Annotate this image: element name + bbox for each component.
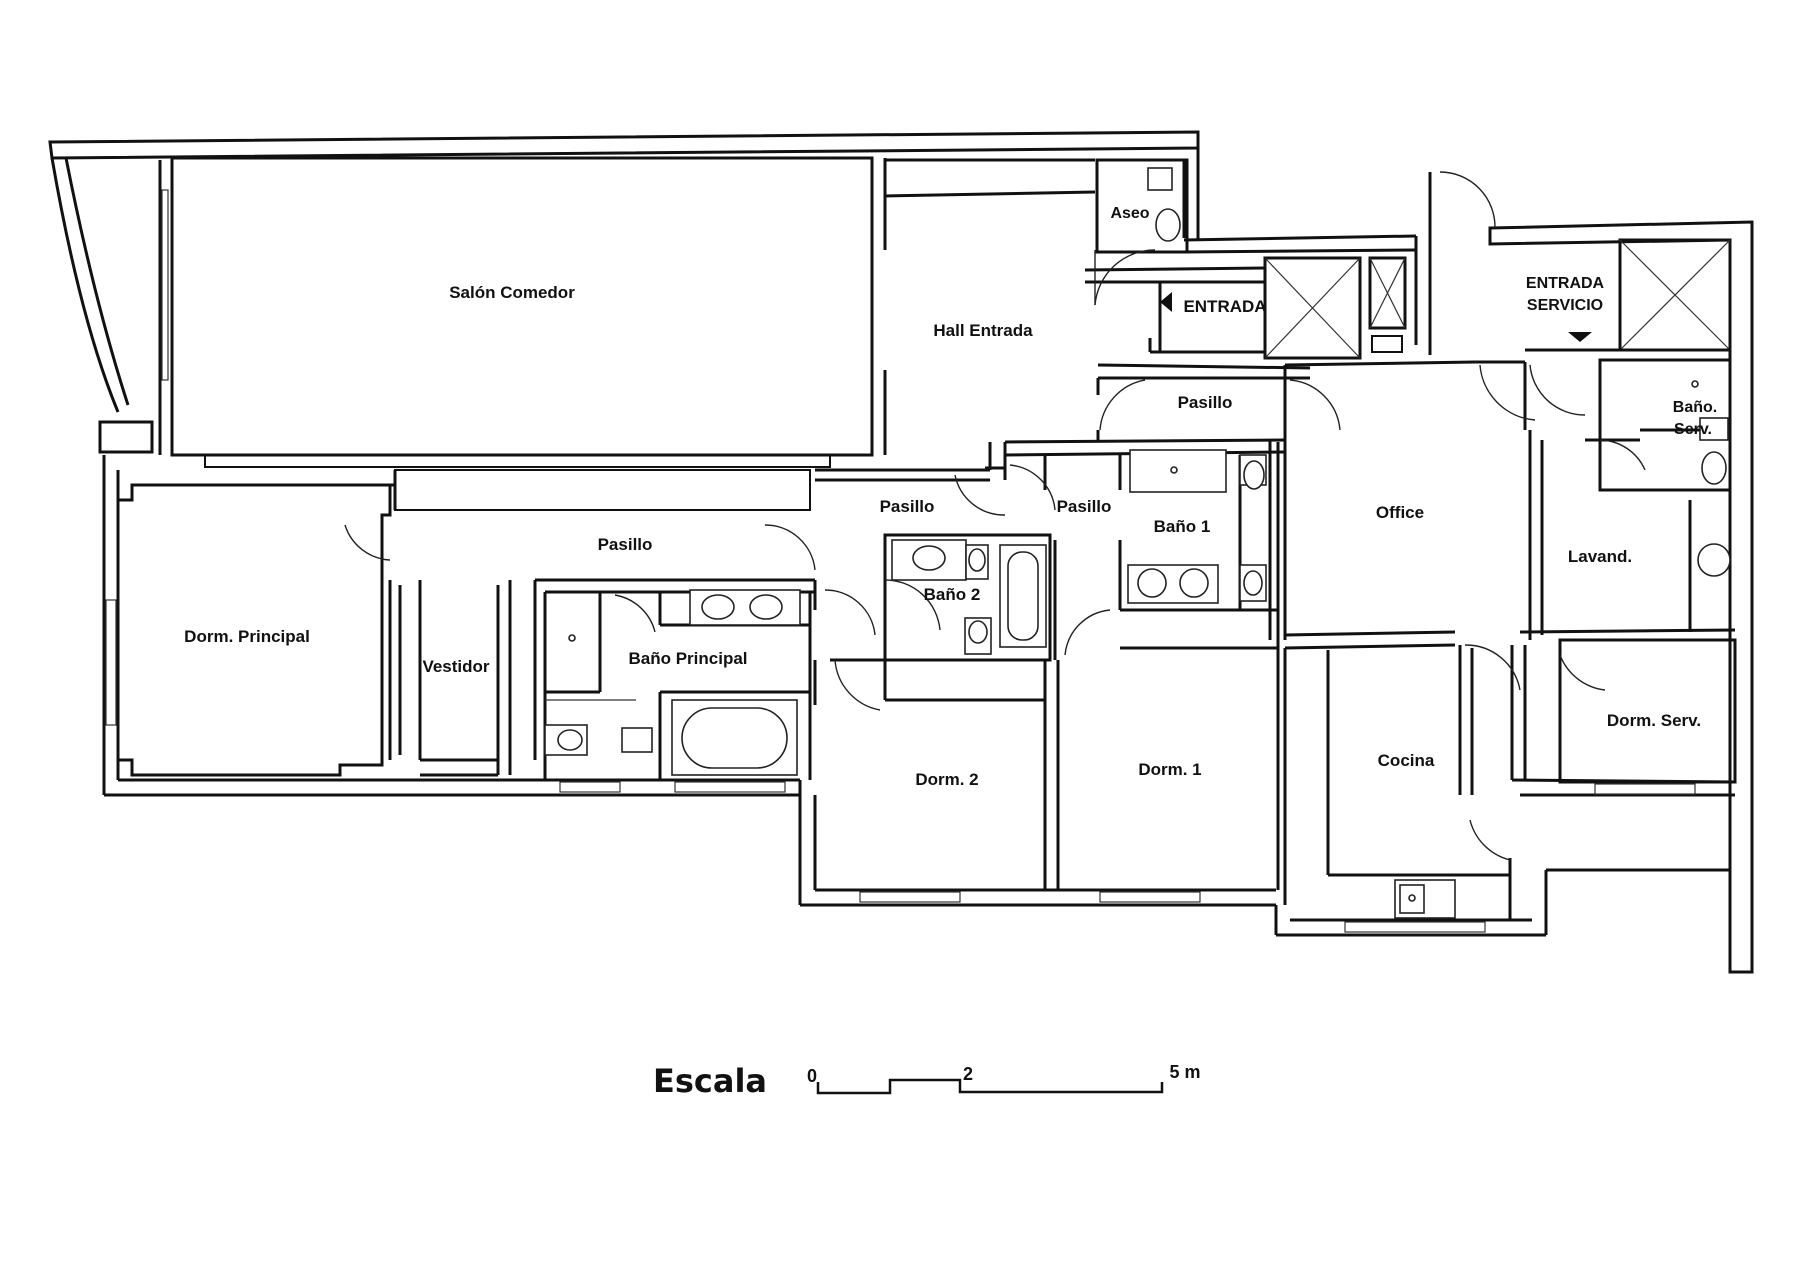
- label-aseo: Aseo: [1110, 205, 1149, 222]
- scale-line: [816, 1078, 1164, 1095]
- label-bano-principal: Baño Principal: [628, 649, 747, 668]
- servicio-arrow-icon: [1568, 332, 1592, 342]
- label-pasillo-left: Pasillo: [598, 535, 653, 554]
- scale-title: Escala: [653, 1062, 767, 1100]
- scale-tick-2: 2: [963, 1064, 973, 1084]
- scale-tick-5: 5 m: [1169, 1062, 1200, 1082]
- label-hall-entrada: Hall Entrada: [933, 321, 1033, 340]
- doors: [344, 171, 1646, 861]
- label-dorm-2: Dorm. 2: [915, 770, 978, 789]
- entrada-arrow-icon: [1160, 292, 1172, 312]
- label-dorm-serv: Dorm. Serv.: [1607, 711, 1701, 730]
- label-vestidor: Vestidor: [422, 657, 489, 676]
- label-entrada-servicio-line1: ENTRADA: [1526, 275, 1605, 292]
- scale-bar: Escala 0 2 5 m: [653, 1062, 1201, 1100]
- room-labels: Salón Comedor Hall Entrada Aseo ENTRADA …: [184, 205, 1717, 789]
- label-bano-2: Baño 2: [924, 585, 981, 604]
- label-bano-serv-line1: Baño.: [1673, 399, 1717, 416]
- label-bano-1: Baño 1: [1154, 517, 1211, 536]
- fixtures: [544, 167, 1731, 919]
- interior-walls: [116, 156, 1737, 920]
- label-dorm-1: Dorm. 1: [1138, 760, 1201, 779]
- label-office: Office: [1376, 503, 1424, 522]
- label-lavand: Lavand.: [1568, 547, 1632, 566]
- entrance-arrows: [1160, 292, 1592, 342]
- label-dorm-principal: Dorm. Principal: [184, 627, 310, 646]
- label-entrada: ENTRADA: [1183, 297, 1266, 316]
- label-salon-comedor: Salón Comedor: [449, 283, 575, 302]
- label-entrada-servicio-line2: SERVICIO: [1527, 297, 1603, 314]
- label-pasillo-top: Pasillo: [1178, 393, 1233, 412]
- label-pasillo-center: Pasillo: [1057, 497, 1112, 516]
- scale-tick-0: 0: [807, 1066, 817, 1086]
- label-cocina: Cocina: [1378, 751, 1435, 770]
- label-pasillo-mid: Pasillo: [880, 497, 935, 516]
- windows: [105, 189, 1696, 933]
- label-bano-serv-line2: Serv.: [1674, 421, 1712, 438]
